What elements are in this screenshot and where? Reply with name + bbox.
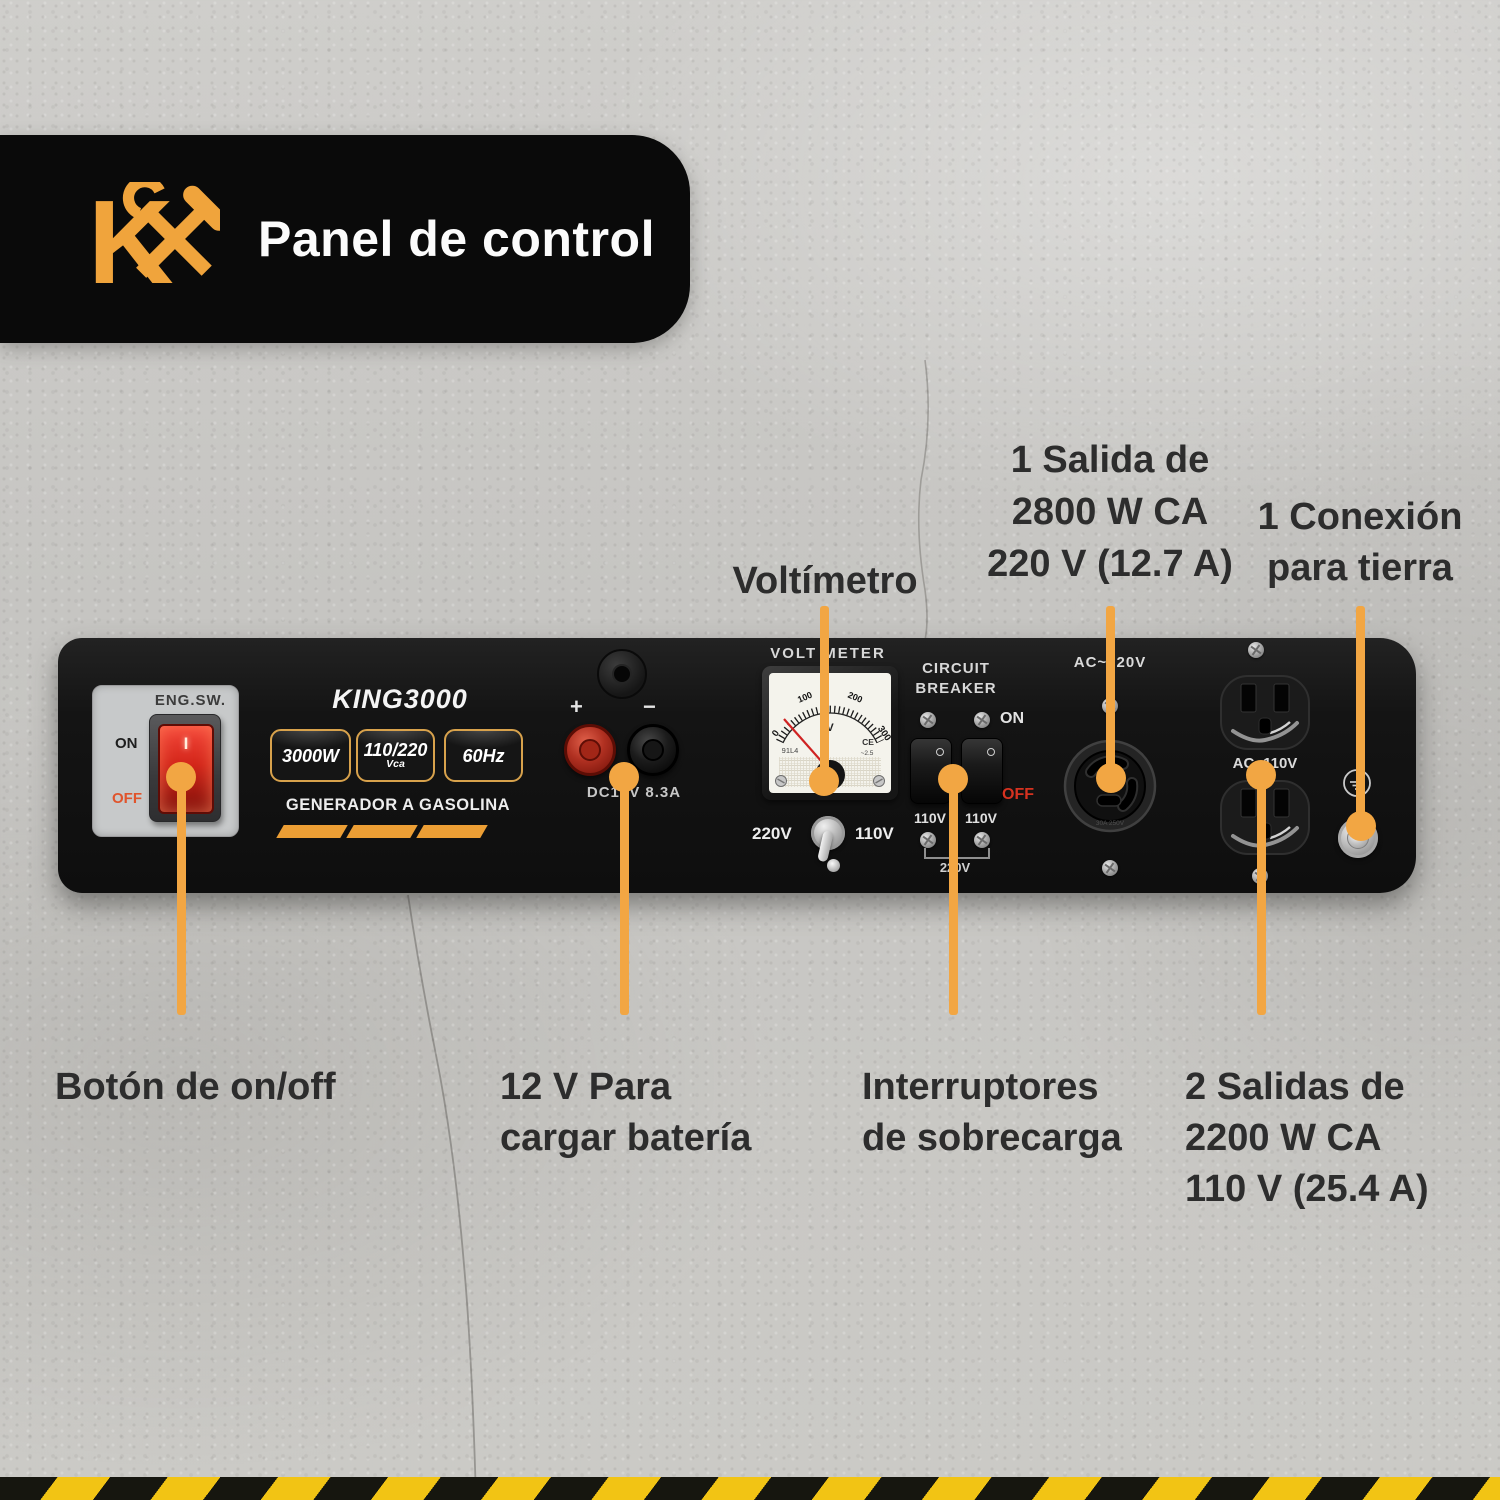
- circuit-breaker-right[interactable]: [961, 738, 1003, 804]
- voltage-toggle-switch[interactable]: [808, 816, 852, 876]
- dc-positive-terminal[interactable]: [564, 724, 616, 776]
- callout-salidas110: 2 Salidas de 2200 W CA 110 V (25.4 A): [1185, 1062, 1429, 1215]
- meter-screw-icon: [775, 775, 885, 787]
- callout-dot-interruptores: [938, 764, 968, 794]
- ac220-rating: 30A 250V: [1096, 820, 1125, 827]
- voltmeter-tick-300: 300: [875, 724, 891, 743]
- control-panel: ENG.SW. ON OFF I KING3000 3000W 110/220 …: [58, 638, 1416, 893]
- callout-salidas110-line2: 2200 W CA: [1185, 1117, 1382, 1159]
- screw-icon: [974, 832, 990, 848]
- callout-salidas110-line1: 2 Salidas de: [1185, 1066, 1405, 1108]
- callout-voltimetro: Voltímetro: [732, 560, 918, 602]
- callout-salida220-line1: 1 Salida de: [1010, 439, 1210, 481]
- callout-tierra-line1: 1 Conexión: [1257, 496, 1463, 538]
- screw-icon: [1248, 642, 1264, 658]
- screw-icon: [920, 712, 936, 728]
- callout-line-bateria: [620, 772, 629, 1015]
- callout-line-interruptores: [949, 775, 958, 1015]
- callout-interruptores-line2: de sobrecarga: [862, 1117, 1122, 1159]
- callout-salida220: 1 Salida de 2800 W CA 220 V (12.7 A): [935, 434, 1285, 590]
- breaker-on-label: ON: [1000, 710, 1024, 727]
- engine-off-label: OFF: [112, 790, 142, 807]
- page-title: Panel de control: [258, 211, 655, 267]
- dc-breaker-knob[interactable]: [597, 649, 647, 699]
- badge-watts: 3000W: [270, 729, 351, 782]
- screw-icon: [974, 712, 990, 728]
- screw-icon: [920, 832, 936, 848]
- callout-tierra-line2: para tierra: [1267, 547, 1453, 589]
- hazard-stripe-band: [0, 1477, 1500, 1500]
- callout-interruptores: Interruptores de sobrecarga: [862, 1062, 1122, 1164]
- breaker-title-2: BREAKER: [915, 680, 997, 697]
- callout-dot-bateria: [609, 762, 639, 792]
- ce-mark: CE: [862, 737, 874, 747]
- engine-switch-label: ENG.SW.: [154, 692, 226, 709]
- callout-bateria-line1: 12 V Para: [500, 1066, 672, 1108]
- voltmeter-tick-0: 0: [770, 728, 782, 739]
- breaker-110v-right-label: 110V: [965, 810, 997, 826]
- callout-salidas110-line3: 110 V (25.4 A): [1185, 1168, 1429, 1210]
- voltmeter-tick-100: 100: [796, 690, 814, 705]
- callout-salida220-line3: 220 V (12.7 A): [987, 543, 1233, 585]
- callout-salida220-line2: 2800 W CA: [1011, 491, 1209, 533]
- callout-interruptores-line1: Interruptores: [862, 1066, 1099, 1108]
- badge-frequency: 60Hz: [444, 729, 523, 782]
- badge-watts-label: 3000W: [281, 745, 340, 766]
- voltmeter-unit: V: [826, 722, 834, 734]
- callout-line-voltimetro: [820, 606, 829, 782]
- selector-110v-label: 110V: [855, 824, 894, 843]
- breaker-title-1: CIRCUIT: [922, 660, 990, 677]
- decorative-stripes: [276, 825, 520, 838]
- dc-plus-label: +: [570, 694, 583, 719]
- model-name: KING3000: [332, 684, 468, 714]
- screw-icon: [1102, 860, 1118, 876]
- callout-line-tierra: [1356, 606, 1365, 827]
- voltmeter-class: ~2.5: [861, 750, 874, 757]
- callout-dot-voltimetro: [809, 766, 839, 796]
- brand-logo-icon: K: [92, 182, 220, 298]
- callout-dot-salidas110: [1246, 760, 1276, 790]
- callout-line-salidas110: [1257, 772, 1266, 1015]
- rocker-on-mark: I: [183, 734, 189, 753]
- callout-line-boton: [177, 775, 186, 1015]
- dc-rating-label: DC12V 8.3A: [586, 784, 682, 801]
- badge-voltage: 110/220 Vca: [356, 729, 435, 782]
- breaker-110v-left-label: 110V: [914, 810, 946, 826]
- callout-dot-tierra: [1346, 811, 1376, 841]
- selector-220v-label: 220V: [752, 824, 792, 843]
- callout-bateria-line2: cargar batería: [500, 1117, 752, 1159]
- callout-bateria: 12 V Para cargar batería: [500, 1062, 751, 1164]
- badge-voltage-label: 110/220: [363, 740, 428, 760]
- engine-on-label: ON: [115, 735, 138, 752]
- voltmeter-tick-200: 200: [846, 690, 864, 705]
- engine-switch-plate: ENG.SW. ON OFF I: [92, 685, 239, 837]
- toggle-tip: [827, 859, 840, 872]
- callout-dot-salida220: [1096, 763, 1126, 793]
- tagline: GENERADOR A GASOLINA: [285, 796, 511, 814]
- callout-line-salida220: [1106, 606, 1115, 779]
- header-banner: [0, 135, 690, 343]
- breaker-off-label: OFF: [1002, 786, 1034, 803]
- voltmeter-model: 91L4: [782, 746, 799, 755]
- callout-boton: Botón de on/off: [55, 1066, 336, 1108]
- badge-voltage-sub: Vca: [386, 758, 405, 770]
- ac110-outlet-top[interactable]: [1218, 673, 1312, 752]
- dc-minus-label: −: [643, 694, 656, 719]
- badge-frequency-label: 60Hz: [462, 745, 505, 766]
- callout-dot-boton: [166, 762, 196, 792]
- dc-negative-terminal[interactable]: [627, 724, 679, 776]
- callout-tierra: 1 Conexión para tierra: [1190, 492, 1500, 594]
